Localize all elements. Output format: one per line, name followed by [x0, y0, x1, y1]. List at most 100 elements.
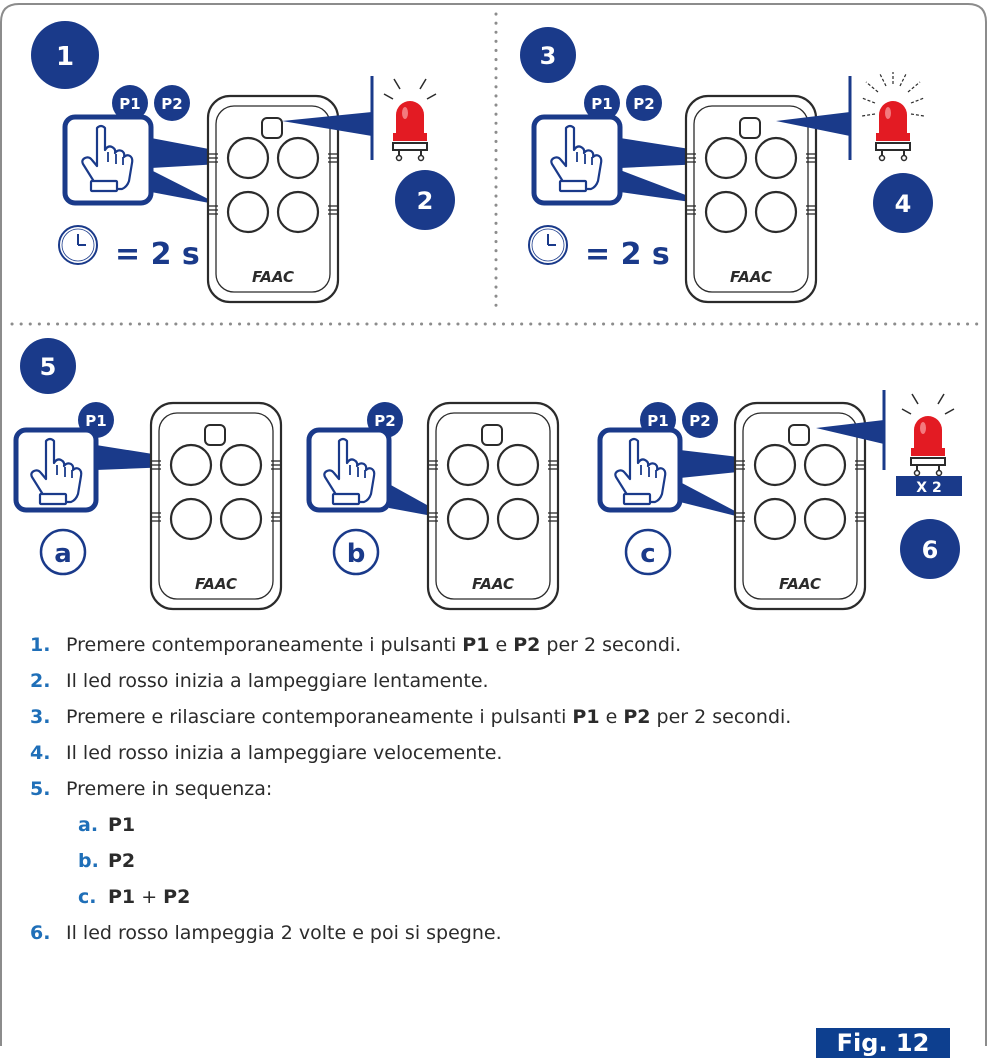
instruction-text: Il led rosso inizia a lampeggiare veloce…: [66, 740, 502, 766]
instruction-number: 2.: [30, 670, 51, 692]
instruction-text: P2: [108, 848, 135, 874]
sequence-a: P1 FAAC a: [13, 401, 283, 611]
led-fast-blink-rays: [861, 72, 925, 117]
step-badge-6: [900, 519, 960, 579]
button-name: P1: [462, 634, 490, 656]
button-name: P1: [108, 886, 136, 908]
instruction-number: 1.: [30, 634, 51, 656]
panel-step-4: 4: [776, 72, 933, 233]
instruction-fragment: Il led rosso inizia a lampeggiare lentam…: [66, 670, 489, 692]
button-name: P1: [572, 706, 600, 728]
svg-text:5: 5: [40, 353, 57, 381]
panel-step-2: 2: [282, 76, 455, 230]
svg-text:3: 3: [540, 42, 557, 70]
duration-label: = 2 s: [115, 237, 200, 272]
instruction-text: Premere e rilasciare contemporaneamente …: [66, 704, 791, 730]
instruction-number: 3.: [30, 706, 51, 728]
button-name: P2: [513, 634, 541, 656]
instruction-fragment: per 2 secondi.: [540, 634, 682, 656]
sequence-letter-a: [39, 528, 87, 576]
instruction-number: c.: [78, 886, 97, 908]
instruction-text: P1 + P2: [108, 884, 190, 910]
svg-text:P2: P2: [689, 412, 710, 430]
svg-text:4: 4: [895, 190, 912, 218]
duration-label: = 2 s: [585, 237, 670, 272]
svg-text:b: b: [347, 539, 366, 569]
press-beam-p2: [151, 170, 220, 205]
clock-icon: [528, 225, 568, 265]
panel-step-1: 1 P1 P2 FAAC = 2 s: [31, 21, 340, 304]
led-icon: [392, 100, 428, 162]
step-badge-4: [873, 173, 933, 233]
instruction-number: 5.: [30, 778, 51, 800]
button-name: P2: [163, 886, 191, 908]
sequence-letter-b: [332, 528, 380, 576]
svg-text:P2: P2: [161, 95, 182, 113]
remote-brand-logo: FAAC: [195, 575, 237, 593]
button-badge-p2: [626, 85, 662, 121]
led-icon: [875, 100, 911, 162]
step-badge-1: [31, 21, 99, 89]
step-badge-5: [20, 338, 76, 394]
svg-text:X 2: X 2: [916, 480, 941, 496]
sequence-b: P2 FAAC b: [306, 401, 560, 611]
led-blink-rays: [383, 78, 437, 100]
svg-text:P1: P1: [119, 95, 140, 113]
svg-text:P1: P1: [647, 412, 668, 430]
svg-text:1: 1: [56, 42, 74, 72]
instruction-fragment: +: [135, 886, 164, 908]
step-badge-3: [520, 27, 576, 83]
svg-text:a: a: [54, 539, 72, 569]
instruction-fragment: Premere e rilasciare contemporaneamente …: [66, 706, 573, 728]
instruction-text: Premere in sequenza:: [66, 776, 272, 802]
instruction-fragment: Il led rosso inizia a lampeggiare veloce…: [66, 742, 503, 764]
button-name: P1: [108, 814, 136, 836]
instruction-text: Il led rosso inizia a lampeggiare lentam…: [66, 668, 489, 694]
svg-text:6: 6: [922, 536, 939, 564]
led-icon: [910, 415, 946, 477]
instruction-number: a.: [78, 814, 99, 836]
button-badge-p1: [112, 85, 148, 121]
remote-brand-logo: FAAC: [252, 268, 294, 286]
instruction-fragment: Premere in sequenza:: [66, 778, 273, 800]
panel-step-3: 3 P1 P2 FAAC = 2 s: [520, 27, 818, 304]
instruction-fragment: Premere contemporaneamente i pulsanti: [66, 634, 463, 656]
instruction-fragment: e: [489, 634, 514, 656]
button-name: P2: [108, 850, 136, 872]
sequence-c: P1 P2 FAAC c: [597, 401, 867, 611]
svg-text:P1: P1: [591, 95, 612, 113]
svg-text:P2: P2: [633, 95, 654, 113]
signal-beam: [776, 112, 850, 136]
signal-beam: [816, 420, 884, 444]
step-badge-2: [395, 170, 455, 230]
instruction-fragment: e: [599, 706, 624, 728]
signal-beam: [282, 112, 372, 136]
button-badge-p2: [154, 85, 190, 121]
remote-brand-logo: FAAC: [472, 575, 514, 593]
figure-frame: [0, 3, 987, 1046]
svg-text:2: 2: [417, 187, 434, 215]
instruction-number: 6.: [30, 922, 51, 944]
figure-tag: Fig. 12: [816, 1028, 950, 1058]
panel-step-5: 5 P1 FAAC a P2 FAAC b P1: [13, 338, 867, 611]
button-name: P2: [623, 706, 651, 728]
svg-text:P1: P1: [85, 412, 106, 430]
remote-brand-logo: FAAC: [730, 268, 772, 286]
panel-step-6: X 2 6: [816, 390, 962, 579]
svg-text:P2: P2: [374, 412, 395, 430]
button-badge-p2: [682, 402, 718, 438]
clock-icon: [58, 225, 98, 265]
sequence-letter-c: [624, 528, 672, 576]
instruction-fragment: Il led rosso lampeggia 2 volte e poi si …: [66, 922, 502, 944]
remote-brand-logo: FAAC: [779, 575, 821, 593]
repeat-badge: [896, 476, 962, 496]
instruction-text: Il led rosso lampeggia 2 volte e poi si …: [66, 920, 502, 946]
svg-text:c: c: [640, 539, 655, 569]
instruction-text: P1: [108, 812, 135, 838]
instruction-text: Premere contemporaneamente i pulsanti P1…: [66, 632, 681, 658]
button-badge-p1: [584, 85, 620, 121]
led-blink-rays: [901, 393, 955, 415]
instruction-fragment: per 2 secondi.: [650, 706, 792, 728]
instruction-number: b.: [78, 850, 99, 872]
